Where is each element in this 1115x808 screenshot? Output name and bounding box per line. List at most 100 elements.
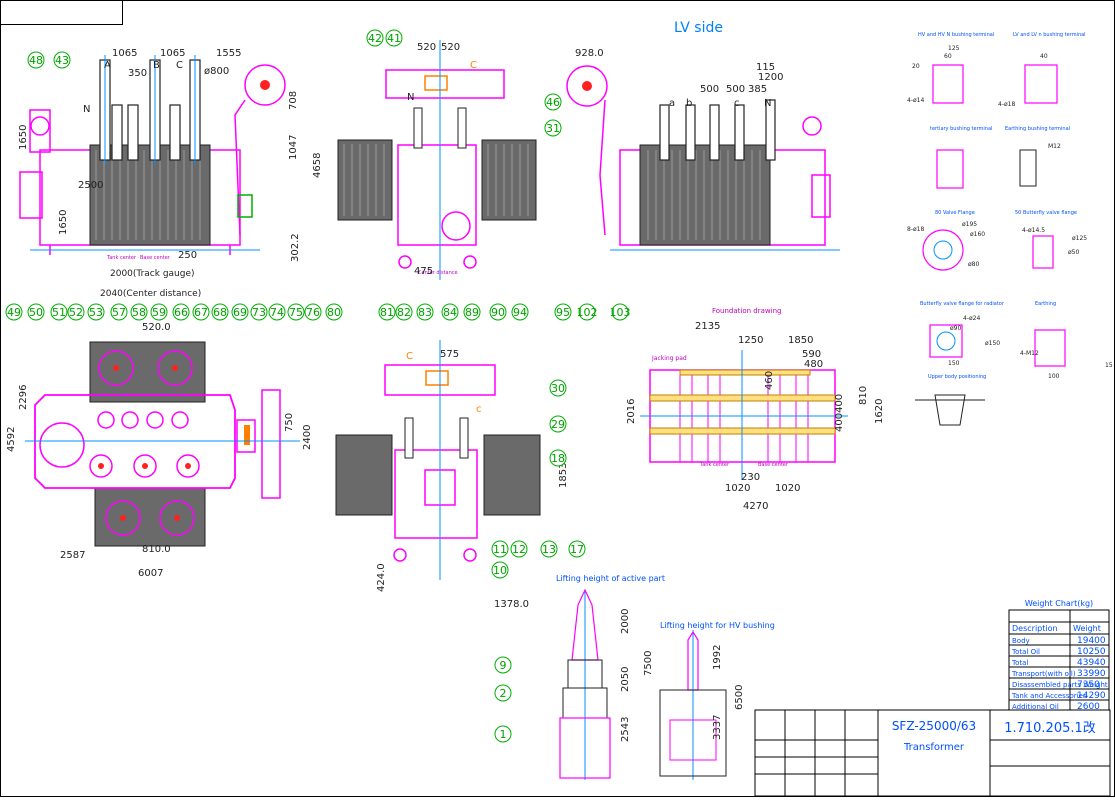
part-balloon: 11 — [493, 543, 507, 556]
part-balloon: 18 — [551, 452, 565, 465]
weight-row-description: Additional Oil — [1012, 703, 1059, 711]
dimension-label: 350 — [128, 68, 147, 79]
part-balloon: 31 — [546, 122, 560, 135]
lv-side-title: LV side — [674, 20, 723, 36]
dimension-label: 1200 — [758, 72, 783, 83]
detail-dim: 150 — [948, 360, 960, 367]
detail-views — [915, 64, 1066, 426]
dimension-label: 500 — [726, 84, 745, 95]
balloon-circle — [304, 303, 322, 321]
dimension-label: 810 — [858, 386, 869, 405]
phase-label: C — [470, 60, 477, 71]
balloon-circle — [549, 415, 567, 433]
balloon-circle — [549, 449, 567, 467]
title-block-grid — [754, 709, 1111, 797]
dimension-label: 1020 — [725, 483, 750, 494]
detail-dim: ø125 — [1072, 235, 1087, 242]
detail-dim: 60 — [944, 53, 952, 60]
dimension-label: 2000 — [620, 609, 631, 634]
part-balloon: 66 — [174, 306, 188, 319]
dimension-label: 3337 — [712, 715, 723, 740]
balloon-circle — [395, 303, 413, 321]
phase-label: C — [406, 351, 413, 362]
part-balloon: 76 — [306, 306, 320, 319]
balloon-circle — [211, 303, 229, 321]
part-balloon: 95 — [556, 306, 570, 319]
balloon-circle — [540, 540, 558, 558]
dimension-label: 250 — [178, 250, 197, 261]
detail-dim: ø150 — [985, 340, 1000, 347]
part-balloon: 10 — [493, 564, 507, 577]
base-center-label-foundation: Base center — [758, 462, 789, 468]
dimension-label: 7500 — [643, 651, 654, 676]
balloon-circle — [463, 303, 481, 321]
dimension-label: 4592 — [6, 427, 17, 452]
dimension-label: 1250 — [738, 335, 763, 346]
phase-label: b — [686, 98, 692, 109]
dimension-label: 575 — [440, 349, 459, 360]
lv-elevation-view — [566, 65, 840, 251]
dimension-label: 2587 — [60, 550, 85, 561]
detail-dim: ø80 — [968, 261, 979, 268]
detail-dim: 15 — [1105, 362, 1113, 369]
balloon-circle — [150, 303, 168, 321]
balloon-circle — [287, 303, 305, 321]
balloon-circle — [568, 540, 586, 558]
dimension-label: 400400 — [834, 394, 845, 432]
part-balloon: 50 — [29, 306, 43, 319]
balloon-circle — [554, 303, 572, 321]
balloon-circle — [67, 303, 85, 321]
dimension-label: 1065 — [160, 48, 185, 59]
part-balloon: 41 — [387, 32, 401, 45]
weight-row-value: 19400 — [1077, 636, 1106, 646]
balloon-circle — [510, 540, 528, 558]
dimension-label: 1650 — [58, 210, 69, 235]
detail-title: Earthing bushing terminal — [1005, 126, 1070, 132]
detail-title: 80 Valve Flange — [935, 210, 975, 216]
balloon-circle — [130, 303, 148, 321]
lift-active-title: Lifting height of active part — [556, 574, 665, 583]
balloon-circle — [544, 119, 562, 137]
dimension-label: 302.2 — [290, 233, 301, 262]
part-balloon: 52 — [69, 306, 83, 319]
dimension-label: 2296 — [18, 385, 29, 410]
dimension-label: 520.0 — [142, 322, 171, 333]
dimension-label: 2135 — [695, 321, 720, 332]
weight-header-weight: Weight — [1073, 624, 1101, 633]
part-balloon: 53 — [89, 306, 103, 319]
dimension-label: 6500 — [734, 685, 745, 710]
part-balloon: 90 — [491, 306, 505, 319]
balloon-circle — [578, 303, 596, 321]
dimension-label: 708 — [288, 91, 299, 110]
part-balloon: 102 — [577, 306, 598, 319]
tank-center-label-foundation: Tank center — [699, 462, 730, 468]
dimension-label: 750 — [284, 413, 295, 432]
dimension-label: 6007 — [138, 568, 163, 579]
dimension-label: 500 — [700, 84, 719, 95]
part-balloon: 80 — [327, 306, 341, 319]
dimension-label: 1650 — [18, 125, 29, 150]
title-block: SFZ-25000/63 Transformer 1.710.205.1改 — [892, 719, 1096, 753]
detail-dim: 4-ø24 — [963, 315, 980, 322]
dimension-label: 1020 — [775, 483, 800, 494]
balloon-circle — [192, 303, 210, 321]
dimension-label: 1047 — [288, 135, 299, 160]
detail-dim: ø90 — [950, 325, 961, 332]
balloon-circle — [494, 656, 512, 674]
balloon-circle — [87, 303, 105, 321]
balloon-circle — [441, 303, 459, 321]
detail-dim: 4-M12 — [1020, 350, 1039, 357]
detail-title: LV and LV n bushing terminal — [1013, 32, 1086, 38]
titles: LV side Foundation drawing Lifting heigh… — [100, 20, 789, 630]
lifting-hv-view — [659, 630, 727, 780]
weight-row-value: 14290 — [1077, 691, 1106, 701]
weight-header-description: Description — [1012, 624, 1058, 633]
part-balloon: 13 — [542, 543, 556, 556]
base-center-label: Base center — [140, 255, 171, 261]
dimension-label: 424.0 — [376, 563, 387, 592]
dimension-label: 1378.0 — [494, 599, 529, 610]
